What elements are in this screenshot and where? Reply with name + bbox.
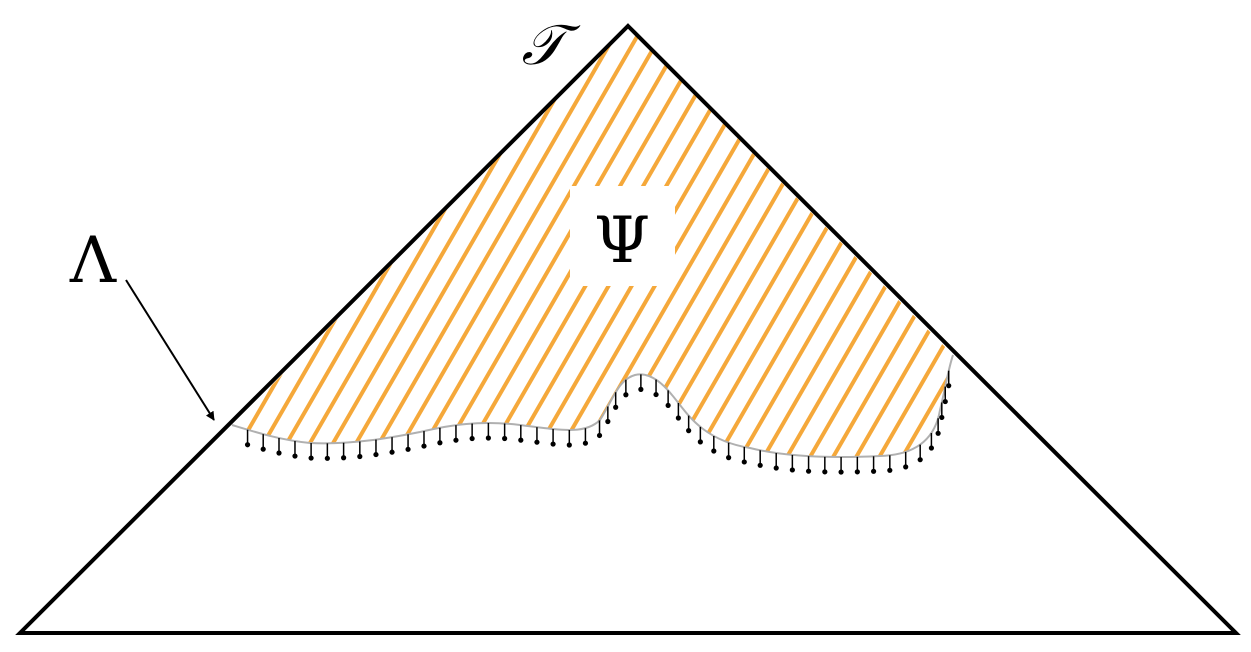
boundary-pin: [405, 434, 411, 452]
psi-label-box: [570, 186, 675, 286]
boundary-pin: [805, 456, 812, 474]
boundary-curve-lambda: [231, 354, 954, 459]
boundary-pin: [653, 379, 659, 398]
boundary-pin: [773, 453, 779, 471]
boundary-pin: [887, 455, 893, 473]
boundary-pin: [903, 451, 909, 470]
boundary-pin: [623, 379, 629, 398]
boundary-pin: [822, 456, 828, 475]
boundary-pin: [838, 457, 844, 475]
boundary-pin: [485, 422, 491, 441]
boundary-pin: [244, 429, 251, 448]
lambda-arrow: [125, 279, 215, 421]
boundary-pin: [357, 441, 363, 460]
boundary-pin: [638, 374, 644, 392]
boundary-pin: [935, 418, 941, 436]
boundary-pin: [711, 435, 717, 454]
apex-label: 𝒯: [522, 13, 581, 78]
boundary-pin: [341, 442, 347, 461]
boundary-pin: [453, 425, 459, 443]
boundary-pin: [613, 392, 619, 410]
boundary-pin: [686, 415, 692, 434]
boundary-pin: [260, 434, 266, 452]
boundary-pin: [789, 454, 795, 473]
boundary-pin: [373, 439, 379, 458]
boundary-pin: [389, 437, 395, 455]
boundary-pin: [726, 442, 732, 461]
boundary-pin: [566, 429, 572, 448]
boundary-pin: [292, 441, 298, 459]
boundary-pin: [854, 456, 860, 475]
boundary-pin: [697, 426, 703, 445]
boundary-pin: [534, 427, 540, 445]
boundary-pin: [946, 370, 952, 389]
lambda-label: Λ: [69, 224, 117, 298]
boundary-pin: [469, 423, 475, 442]
boundary-pin: [276, 438, 282, 456]
boundary-pin: [675, 403, 681, 421]
triangle-outline: [15, 23, 1241, 635]
boundary-pin: [870, 456, 877, 474]
boundary-pin: [582, 428, 589, 446]
boundary-pin: [518, 425, 524, 443]
boundary-pin: [939, 402, 945, 421]
boundary-pin: [437, 427, 443, 446]
boundary-pin: [324, 443, 330, 461]
psi-label: Ψ: [594, 204, 650, 278]
boundary-pin: [741, 446, 747, 465]
boundary-pin: [928, 433, 935, 451]
boundary-pin: [550, 429, 556, 447]
boundary-pin: [502, 423, 508, 442]
boundary-pins: [244, 370, 952, 475]
boundary-pin: [757, 450, 763, 468]
boundary-pin: [942, 386, 948, 405]
boundary-pin: [665, 390, 671, 409]
boundary-pin: [421, 431, 427, 449]
boundary-pin: [605, 406, 611, 425]
boundary-pin: [308, 443, 314, 461]
boundary-pin: [596, 420, 603, 439]
boundary-pin: [917, 444, 923, 463]
